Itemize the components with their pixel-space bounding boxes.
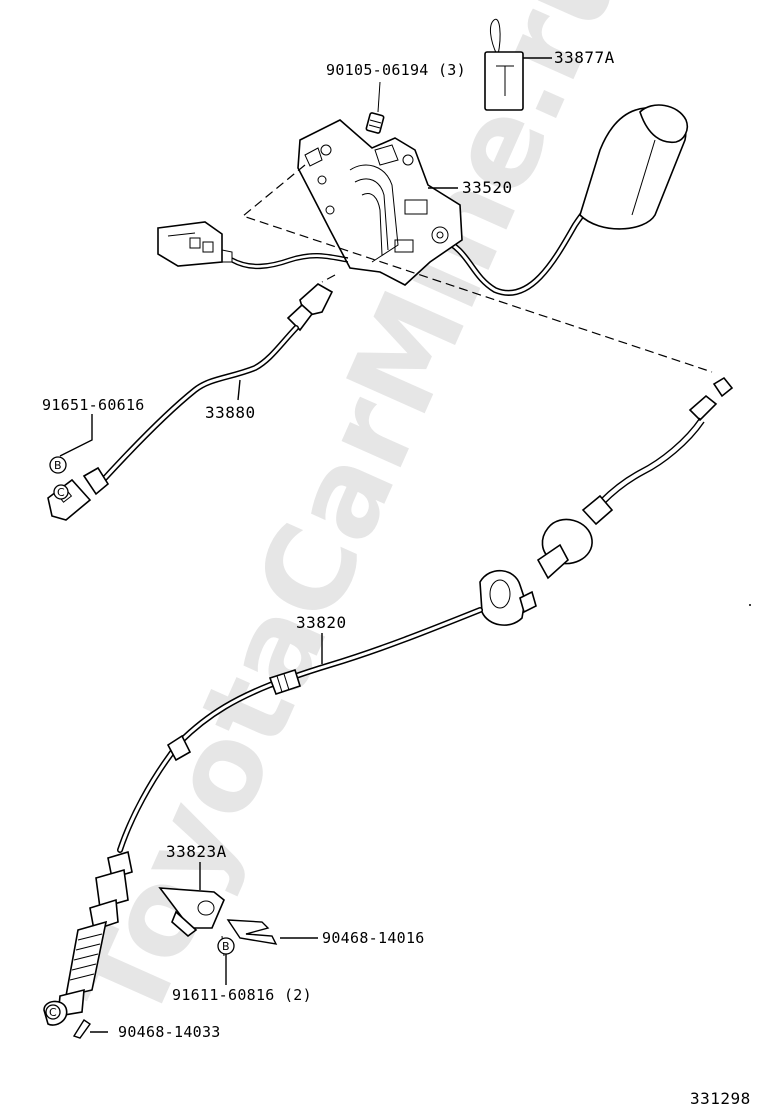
label-90468-14033[interactable]: 90468-14033 — [118, 1023, 221, 1041]
harness-wire — [231, 252, 349, 266]
caution-tag-33877a[interactable] — [484, 18, 524, 111]
marker-b-lower: B — [217, 937, 235, 955]
marker-c-upper: C — [53, 484, 69, 500]
leader-33880 — [237, 379, 241, 401]
clip-90468-14033[interactable] — [72, 1019, 91, 1039]
label-91611-60816[interactable]: 91611-60816 (2) — [172, 986, 312, 1004]
label-90105-06194[interactable]: 90105-06194 (3) — [326, 61, 466, 79]
clip-90468-14016[interactable] — [226, 919, 278, 945]
scan-dot — [749, 604, 751, 606]
label-91651-60616[interactable]: 91651-60616 — [42, 396, 145, 414]
diagram-code: 331298 — [690, 1089, 751, 1108]
svg-text:B: B — [222, 940, 230, 953]
label-33880[interactable]: 33880 — [205, 403, 256, 422]
transmission-shift-cable-33820[interactable] — [43, 376, 734, 1026]
svg-text:B: B — [54, 459, 62, 472]
leader-90105 — [377, 81, 381, 113]
harness-wire-2 — [231, 256, 349, 270]
label-33520[interactable]: 33520 — [462, 178, 513, 197]
svg-text:C: C — [57, 486, 65, 499]
label-33820[interactable]: 33820 — [296, 613, 347, 632]
label-90468-14016[interactable]: 90468-14016 — [322, 929, 425, 947]
transmission-control-cable-33880[interactable] — [47, 283, 334, 521]
label-33877a[interactable]: 33877A — [554, 48, 615, 67]
wire-harness-connector[interactable] — [157, 221, 233, 267]
shift-lever-assembly-33520[interactable] — [297, 104, 689, 296]
reference-line-b — [321, 274, 336, 283]
reference-line-c — [241, 164, 713, 373]
svg-text:C: C — [49, 1006, 57, 1019]
bolt-90105[interactable] — [365, 112, 385, 134]
leader-91651 — [59, 414, 93, 457]
marker-c-lower: C — [45, 1004, 61, 1020]
marker-b-upper: B — [49, 456, 67, 474]
bracket-33823a[interactable] — [158, 887, 225, 938]
label-33823a[interactable]: 33823A — [166, 842, 227, 861]
